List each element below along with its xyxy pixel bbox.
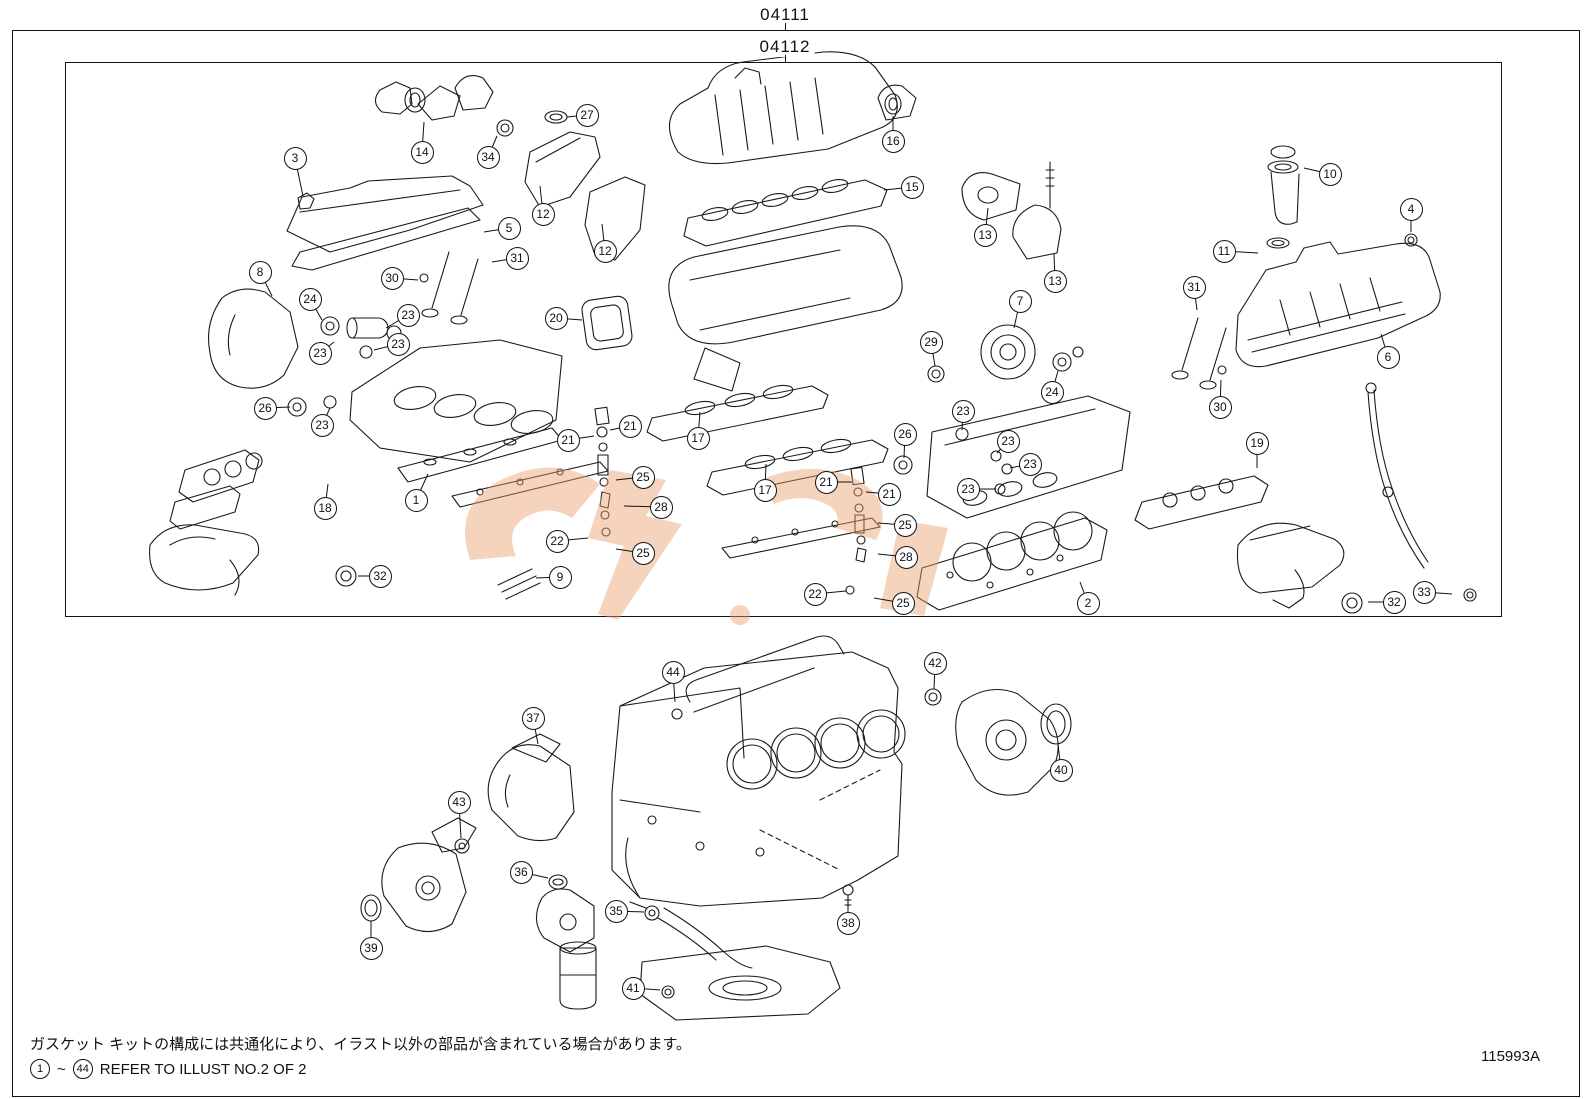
range-separator: ~ (57, 1060, 66, 1078)
callout-22: 22 (545, 529, 569, 553)
callout-2: 2 (1076, 591, 1100, 615)
callout-23: 23 (951, 399, 975, 423)
callout-25: 25 (893, 513, 917, 537)
circled-number-1: 1 (30, 1059, 50, 1079)
callout-23: 23 (956, 477, 980, 501)
callout-17: 17 (686, 426, 710, 450)
callout-13: 13 (1043, 269, 1067, 293)
callout-32: 32 (1382, 590, 1406, 614)
callout-35: 35 (604, 899, 628, 923)
callout-10: 10 (1318, 162, 1342, 186)
callout-23: 23 (396, 303, 420, 327)
callout-30: 30 (380, 266, 404, 290)
callout-7: 7 (1008, 289, 1032, 313)
outer-frame (12, 30, 1580, 1097)
callout-29: 29 (919, 330, 943, 354)
callout-6: 6 (1376, 345, 1400, 369)
part-code-04111: 04111 (756, 5, 814, 25)
callout-21: 21 (556, 428, 580, 452)
callout-23: 23 (310, 413, 334, 437)
code-tick-outer (785, 23, 786, 31)
callout-42: 42 (923, 651, 947, 675)
callout-28: 28 (649, 495, 673, 519)
callout-26: 26 (893, 422, 917, 446)
callout-40: 40 (1049, 758, 1073, 782)
callout-39: 39 (359, 936, 383, 960)
callout-8: 8 (248, 260, 272, 284)
callout-21: 21 (877, 482, 901, 506)
callout-23: 23 (996, 429, 1020, 453)
callout-26: 26 (253, 396, 277, 420)
callout-27: 27 (575, 103, 599, 127)
callout-43: 43 (447, 790, 471, 814)
callout-11: 11 (1212, 239, 1236, 263)
callout-41: 41 (621, 976, 645, 1000)
callout-31: 31 (1182, 275, 1206, 299)
part-code-04112: 04112 (755, 37, 815, 57)
footer-refer-line: 1 ~ 44 REFER TO ILLUST NO.2 OF 2 (30, 1059, 307, 1079)
callout-5: 5 (497, 216, 521, 240)
callout-23: 23 (386, 332, 410, 356)
callout-25: 25 (631, 541, 655, 565)
callout-33: 33 (1412, 580, 1436, 604)
callout-23: 23 (308, 341, 332, 365)
callout-24: 24 (1040, 380, 1064, 404)
callout-31: 31 (505, 246, 529, 270)
callout-25: 25 (631, 465, 655, 489)
callout-4: 4 (1399, 197, 1423, 221)
callout-20: 20 (544, 306, 568, 330)
callout-14: 14 (410, 140, 434, 164)
callout-9: 9 (548, 565, 572, 589)
callout-28: 28 (894, 545, 918, 569)
callout-38: 38 (836, 911, 860, 935)
callout-22: 22 (803, 582, 827, 606)
callout-15: 15 (900, 175, 924, 199)
refer-text: REFER TO ILLUST NO.2 OF 2 (99, 1060, 307, 1078)
callout-32: 32 (368, 564, 392, 588)
callout-16: 16 (881, 129, 905, 153)
callout-24: 24 (298, 287, 322, 311)
callout-30: 30 (1208, 395, 1232, 419)
circled-number-44: 44 (72, 1059, 93, 1079)
callout-25: 25 (891, 591, 915, 615)
doc-number: 115993A (1481, 1048, 1540, 1065)
callout-3: 3 (283, 146, 307, 170)
callout-36: 36 (509, 860, 533, 884)
callout-34: 34 (476, 145, 500, 169)
callout-13: 13 (973, 223, 997, 247)
callout-44: 44 (661, 660, 685, 684)
callout-12: 12 (593, 239, 617, 263)
callout-17: 17 (753, 478, 777, 502)
callout-1: 1 (404, 488, 428, 512)
callout-21: 21 (814, 470, 838, 494)
callout-12: 12 (531, 202, 555, 226)
callout-19: 19 (1245, 431, 1269, 455)
code-tick-inner (785, 55, 786, 63)
callout-37: 37 (521, 706, 545, 730)
callout-23: 23 (1018, 452, 1042, 476)
callout-18: 18 (313, 496, 337, 520)
callout-21: 21 (618, 414, 642, 438)
footer-note-jp: ガスケット キットの構成には共通化により、イラスト以外の部品が含まれている場合が… (30, 1036, 692, 1053)
